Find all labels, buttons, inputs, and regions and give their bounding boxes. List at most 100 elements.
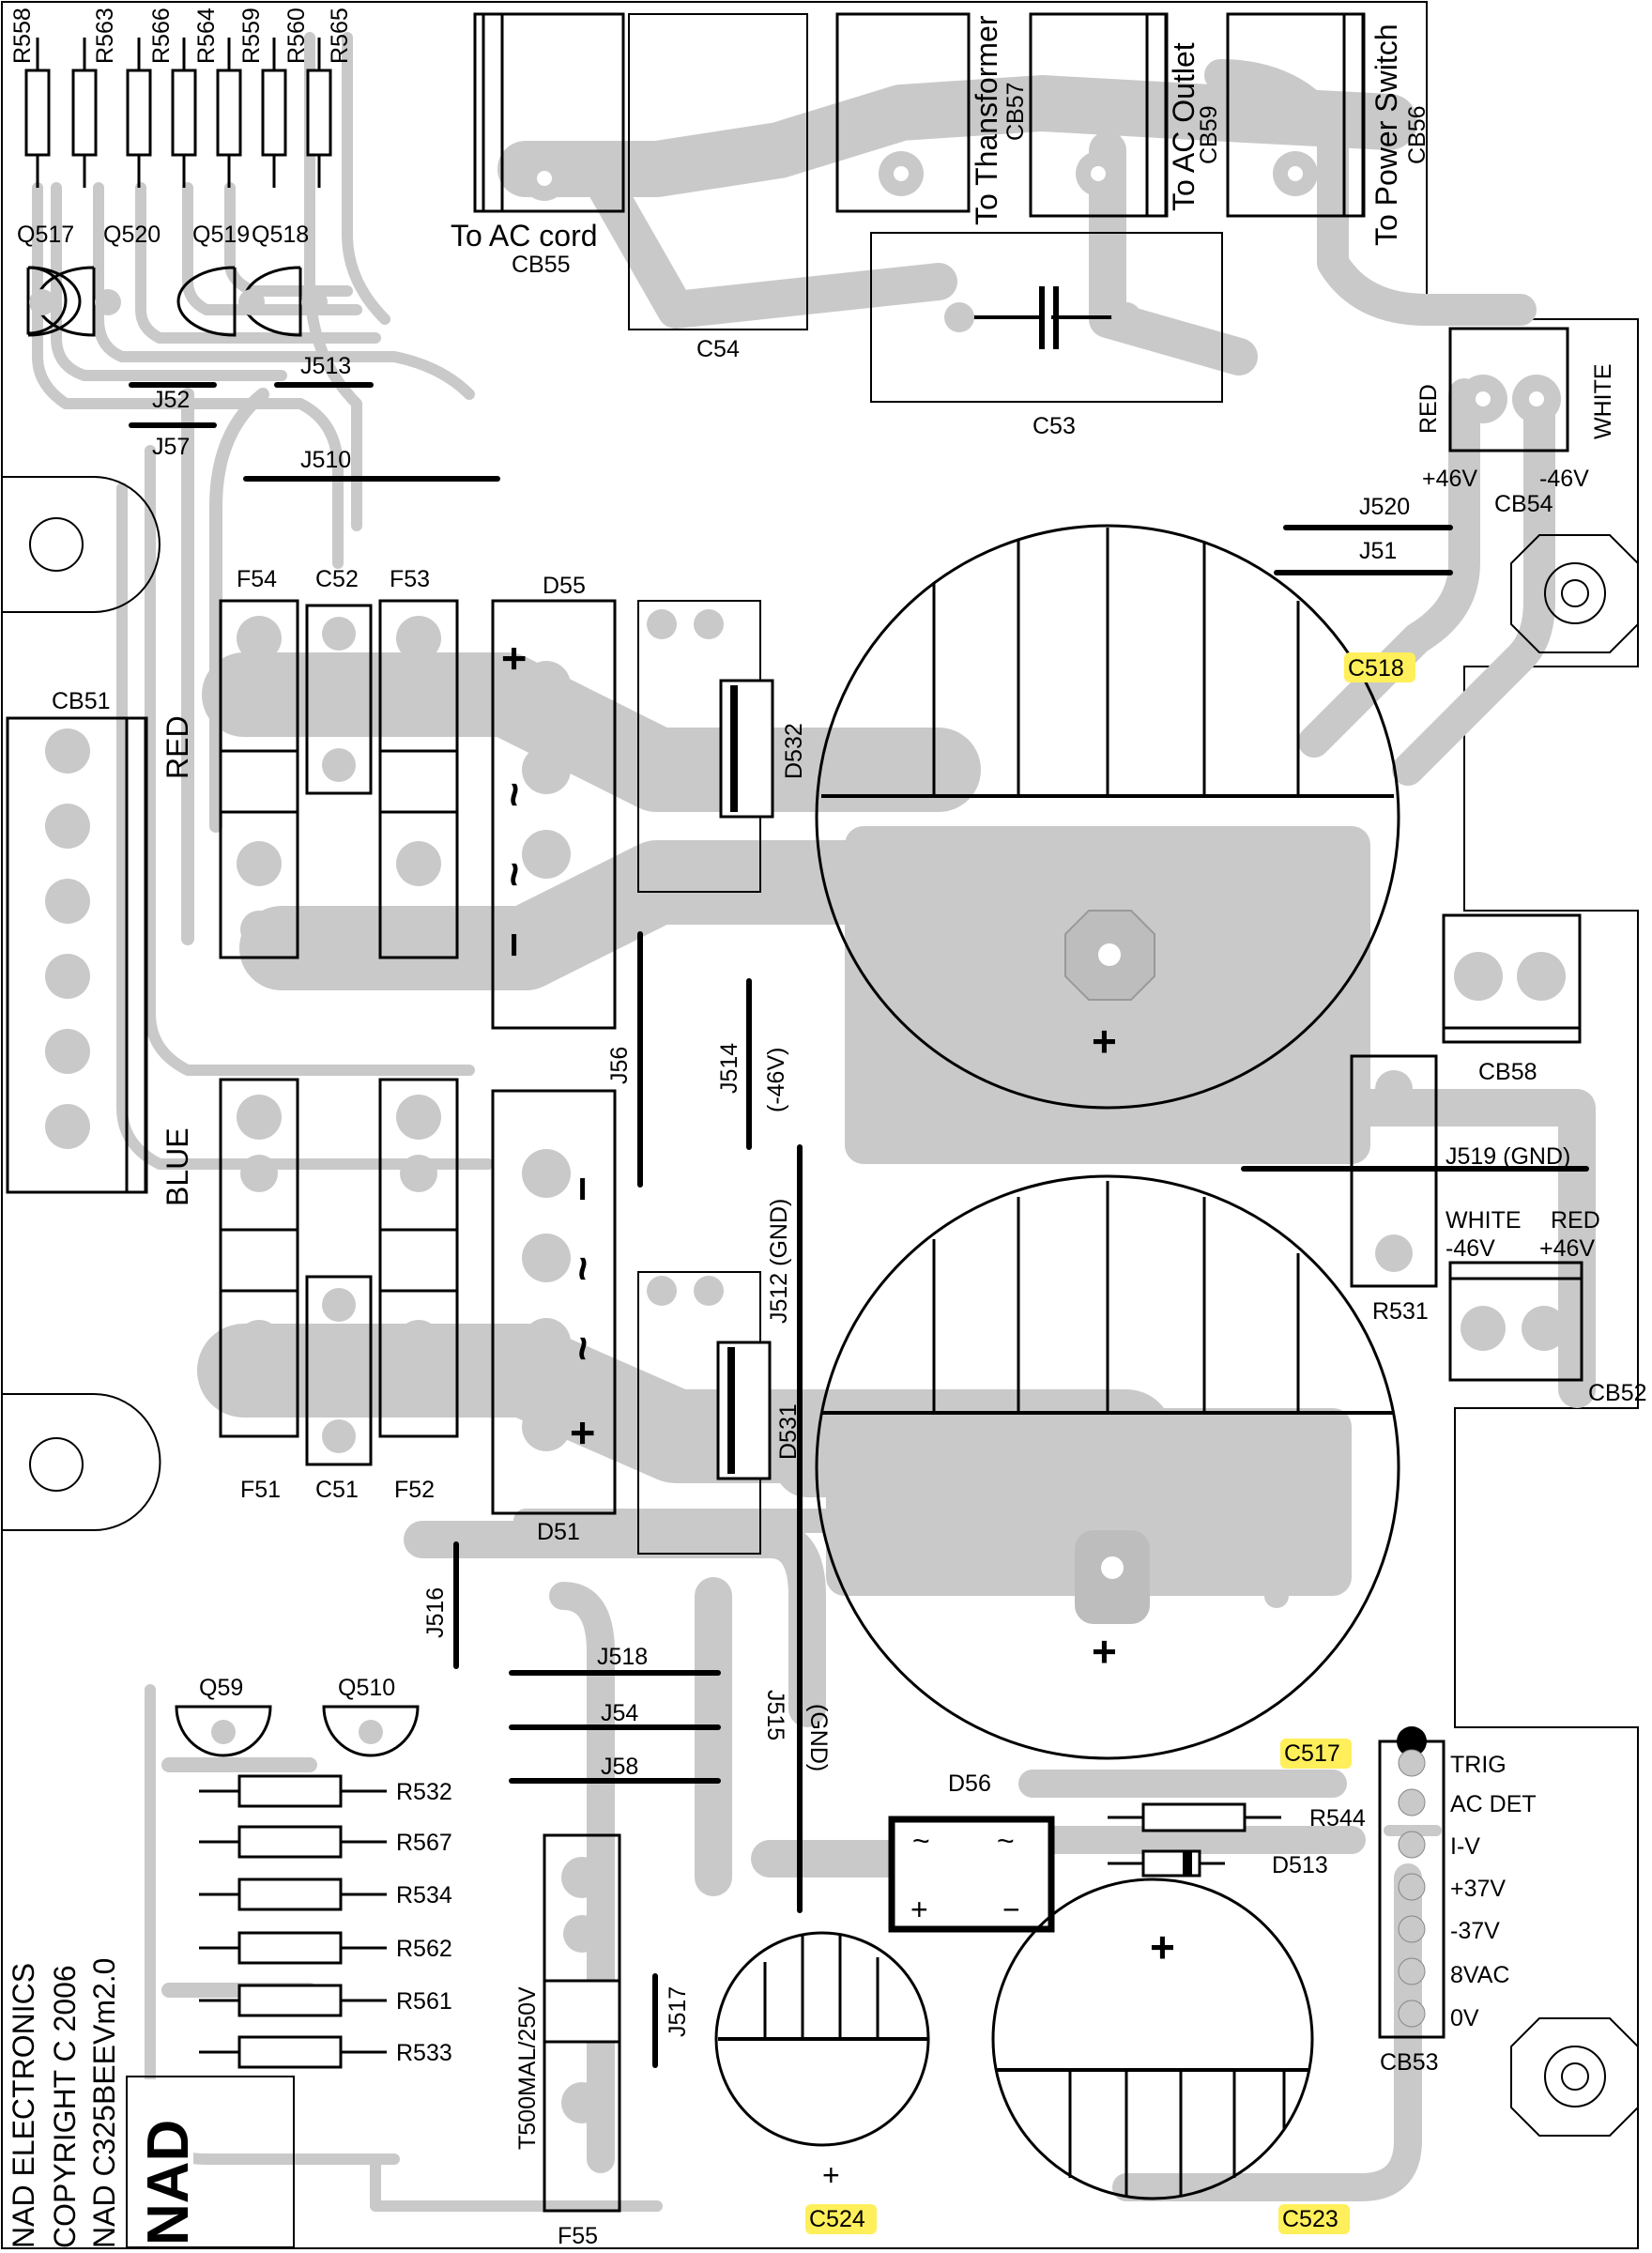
label-r558: R558	[9, 8, 36, 64]
label-j514-note: (-46V)	[763, 1048, 789, 1112]
label-r565: R565	[327, 8, 353, 64]
cb53-pin-acdet: AC DET	[1450, 1791, 1537, 1817]
resistor-r559	[216, 38, 242, 188]
nad-logo-plate	[130, 2079, 193, 2245]
c523-plus: +	[1150, 1923, 1175, 1971]
label-d56: D56	[948, 1770, 991, 1797]
label-cb54-minus46: -46V	[1539, 466, 1589, 492]
mount-hole-left-top	[2, 476, 161, 613]
label-cb56: CB56	[1404, 105, 1430, 164]
capacitor-c518	[815, 524, 1400, 1110]
label-cb55: CB55	[512, 252, 571, 278]
label-cb53: CB53	[1380, 2049, 1439, 2076]
label-r534: R534	[396, 1882, 452, 1908]
resistor-r534	[199, 1878, 387, 1911]
connector-cb53	[1378, 1726, 1446, 2039]
label-r560: R560	[283, 8, 310, 64]
label-cb52: CB52	[1588, 1380, 1647, 1406]
d55-sym-ac2: ~	[489, 862, 538, 887]
d55-sym-ac1: ~	[489, 782, 538, 807]
capacitor-c523	[991, 1878, 1314, 2200]
label-c517: C517	[1284, 1740, 1340, 1767]
transistor-q510	[322, 1705, 420, 1757]
label-cb52-plus46: +46V	[1539, 1235, 1595, 1262]
mount-hole-left-bottom	[2, 1393, 161, 1531]
label-r559: R559	[238, 8, 265, 64]
highlight-c524	[805, 2204, 877, 2234]
label-j51: J51	[1359, 538, 1397, 564]
capacitor-c54	[628, 13, 808, 330]
capacitor-c53	[870, 232, 1223, 403]
connector-cb55	[473, 12, 625, 213]
label-c523: C523	[1282, 2206, 1338, 2232]
label-fuse-rating: T500MAL/250V	[514, 1986, 541, 2150]
label-cb54-red: RED	[1415, 384, 1442, 434]
d51-sym-minus: −	[558, 1176, 606, 1202]
resistor-r566	[126, 38, 152, 188]
label-f51: F51	[240, 1477, 281, 1503]
copyright-line-2: COPYRIGHT C 2006	[48, 1965, 82, 2248]
label-j519: J519 (GND)	[1446, 1143, 1570, 1170]
capacitor-c51	[305, 1275, 373, 1466]
connector-cb54	[1448, 327, 1569, 452]
label-j520: J520	[1359, 494, 1410, 520]
label-cb58: CB58	[1478, 1059, 1537, 1085]
d55-sym-minus: −	[489, 932, 538, 958]
top-resistor-labels: R558 R563 R566 R564 R559 R560 R565	[9, 8, 353, 64]
label-q520: Q520	[103, 222, 161, 248]
label-j54: J54	[601, 1700, 638, 1726]
label-cb55-desc: To AC cord	[451, 219, 598, 253]
label-j510: J510	[300, 447, 351, 473]
bridge-d51	[491, 1089, 617, 1515]
label-r563: R563	[92, 8, 118, 64]
highlight-c517	[1280, 1739, 1352, 1769]
nad-logo: NAD	[136, 2120, 201, 2245]
label-cb52-white: WHITE	[1446, 1207, 1522, 1234]
label-cb54-plus46: +46V	[1422, 466, 1477, 492]
capacitor-c517	[815, 1174, 1400, 1760]
label-r544: R544	[1309, 1805, 1366, 1832]
bridge-d55	[491, 599, 617, 1030]
c524-plus: +	[822, 2158, 840, 2192]
label-f53: F53	[390, 566, 430, 592]
capacitor-c52	[305, 604, 373, 795]
label-q519: Q519	[192, 222, 250, 248]
label-j517: J517	[665, 1986, 691, 2037]
label-c52: C52	[315, 566, 359, 592]
diode-d531	[637, 1271, 772, 1555]
label-q517: Q517	[17, 222, 74, 248]
d56-sym-minus: −	[1002, 1893, 1020, 1926]
label-j514: J514	[716, 1043, 742, 1094]
mount-hole-bottom-right	[1510, 2017, 1639, 2137]
cb53-pin-plus37: +37V	[1450, 1876, 1506, 1902]
resistor-r544	[1108, 1802, 1281, 1832]
connector-cb58	[1442, 913, 1582, 1044]
label-cb59-desc: To AC Outlet	[1167, 42, 1201, 211]
capacitor-c524	[714, 1931, 930, 2147]
c517-plus: +	[1092, 1627, 1117, 1676]
fuse-f54	[219, 599, 299, 959]
label-j52: J52	[152, 387, 190, 413]
label-c51: C51	[315, 1477, 359, 1503]
label-blue-wire: BLUE	[161, 1127, 194, 1206]
fuse-f52	[378, 1078, 459, 1438]
label-cb52-minus46: -46V	[1446, 1235, 1495, 1262]
resistor-r567	[199, 1825, 387, 1859]
highlight-c523	[1278, 2204, 1350, 2234]
diode-d532	[637, 600, 774, 893]
label-r567: R567	[396, 1830, 452, 1856]
label-f55: F55	[558, 2223, 598, 2249]
label-c54: C54	[696, 336, 740, 362]
cb53-pin-minus37: -37V	[1450, 1918, 1500, 1944]
cb53-pin-8vac: 8VAC	[1450, 1962, 1509, 1988]
mount-hole-top-right	[1510, 534, 1639, 653]
label-red-wire: RED	[161, 715, 194, 779]
label-c53: C53	[1032, 413, 1076, 439]
top-transistors	[26, 266, 328, 337]
bottom-resistors	[199, 1774, 387, 2069]
resistor-r558	[24, 38, 51, 188]
nad-logo-box	[126, 2076, 295, 2248]
d51-sym-ac1: ~	[558, 1256, 606, 1281]
resistor-r565	[306, 38, 332, 188]
